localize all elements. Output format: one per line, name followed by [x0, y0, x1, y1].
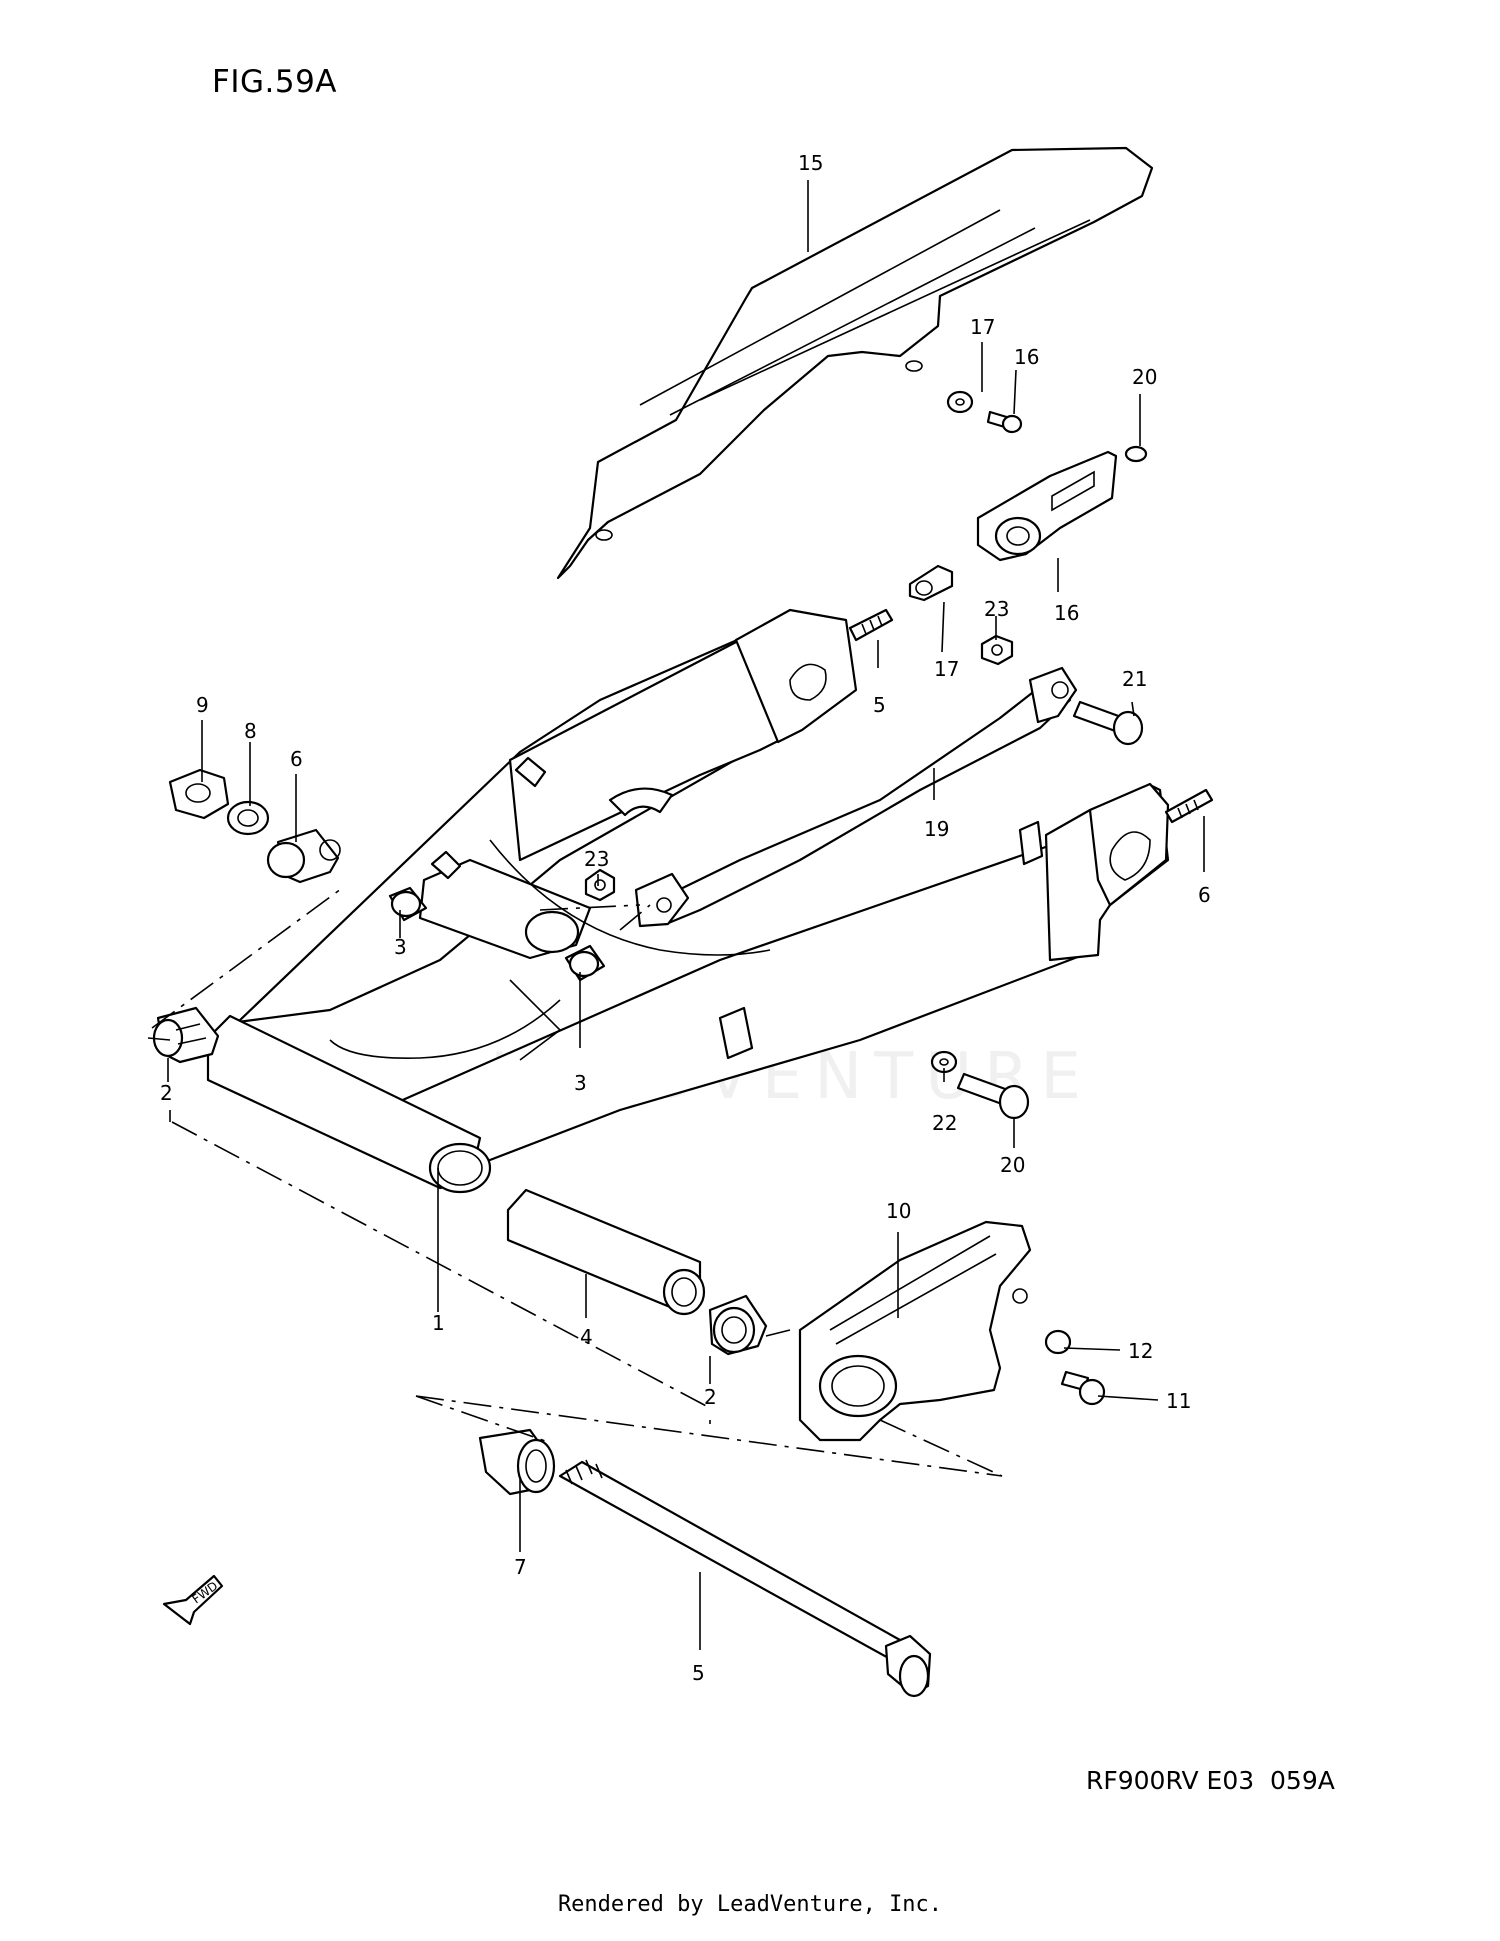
callout-4: 4	[580, 1325, 593, 1349]
collar-part-upper[interactable]	[266, 828, 341, 884]
callout-20: 20	[1000, 1153, 1025, 1177]
callout-13: 15	[798, 151, 823, 175]
screw-part-14[interactable]	[986, 410, 1023, 434]
bolt-part-20[interactable]	[956, 1072, 1030, 1120]
needle-bearing-lower[interactable]	[564, 944, 606, 982]
callout-17: 17	[934, 657, 959, 681]
callout-5-left: 5	[873, 693, 886, 717]
collar-part-lower[interactable]	[478, 1428, 556, 1496]
callout-5-right: 6	[1198, 883, 1211, 907]
model-code: RF900RV E03 059A	[1086, 1766, 1335, 1795]
pivot-spacer-part[interactable]	[506, 1188, 706, 1316]
callout-23-upper: 23	[984, 597, 1009, 621]
callout-14: 16	[1014, 345, 1039, 369]
callout-22: 22	[932, 1111, 957, 1135]
footer-credit: Rendered by LeadVenture, Inc.	[557, 1892, 943, 1917]
bearing-right[interactable]	[708, 1294, 768, 1356]
adjuster-bolt-right[interactable]	[1164, 788, 1214, 824]
callout-18: 20	[1132, 365, 1157, 389]
callout-1: 1	[432, 1311, 445, 1335]
needle-bearing-upper[interactable]	[388, 886, 428, 922]
chain-guide-part[interactable]	[798, 1220, 1032, 1442]
stopper-part[interactable]	[908, 564, 954, 602]
callout-11: 11	[1166, 1389, 1191, 1413]
adjuster-bolt-left[interactable]	[848, 608, 894, 642]
clip-part[interactable]	[1124, 445, 1148, 463]
bolt-part-21[interactable]	[1072, 700, 1144, 746]
assembly-lines	[147, 885, 1003, 1477]
callout-6-upper: 6	[290, 747, 303, 771]
collar-part-12[interactable]	[1044, 1329, 1072, 1355]
chain-cover-part[interactable]	[556, 146, 1154, 580]
callout-7: 5	[692, 1661, 705, 1685]
figure-title: FIG.59A	[212, 64, 338, 100]
callout-16: 16	[1054, 601, 1079, 625]
callout-leaders	[167, 180, 1205, 1650]
pivot-shaft-part[interactable]	[558, 1459, 932, 1698]
callout-3-upper: 3	[394, 935, 407, 959]
nut-part-lower[interactable]	[584, 868, 616, 902]
washer-part-8[interactable]	[226, 800, 270, 836]
callout-23-lower: 23	[584, 847, 609, 871]
callout-19: 19	[924, 817, 949, 841]
callout-2-right: 2	[704, 1385, 717, 1409]
callout-9: 9	[196, 693, 209, 717]
callout-21: 21	[1122, 667, 1147, 691]
callout-12: 12	[1128, 1339, 1153, 1363]
callout-10: 10	[886, 1199, 911, 1223]
callout-15: 17	[970, 315, 995, 339]
callout-8: 8	[244, 719, 257, 743]
callout-2-left: 2	[160, 1081, 173, 1105]
swingarm-part[interactable]	[206, 608, 1170, 1194]
chain-adjuster-part[interactable]	[976, 450, 1118, 562]
callout-3-lower: 3	[574, 1071, 587, 1095]
washer-part-22[interactable]	[930, 1050, 958, 1074]
nut-part-upper[interactable]	[980, 634, 1014, 666]
screw-part-11[interactable]	[1060, 1370, 1106, 1406]
nut-part-9[interactable]	[168, 768, 230, 820]
callout-6-lower: 7	[514, 1555, 527, 1579]
torque-link-part[interactable]	[634, 666, 1078, 928]
washer-part-15[interactable]	[946, 390, 974, 414]
fwd-arrow-icon: FWD	[162, 1574, 224, 1626]
callout-labels: 15 17 16 20 16 17 23 21 5 6 19 9 8 6 23 …	[160, 151, 1211, 1685]
bearing-left[interactable]	[152, 1006, 220, 1064]
